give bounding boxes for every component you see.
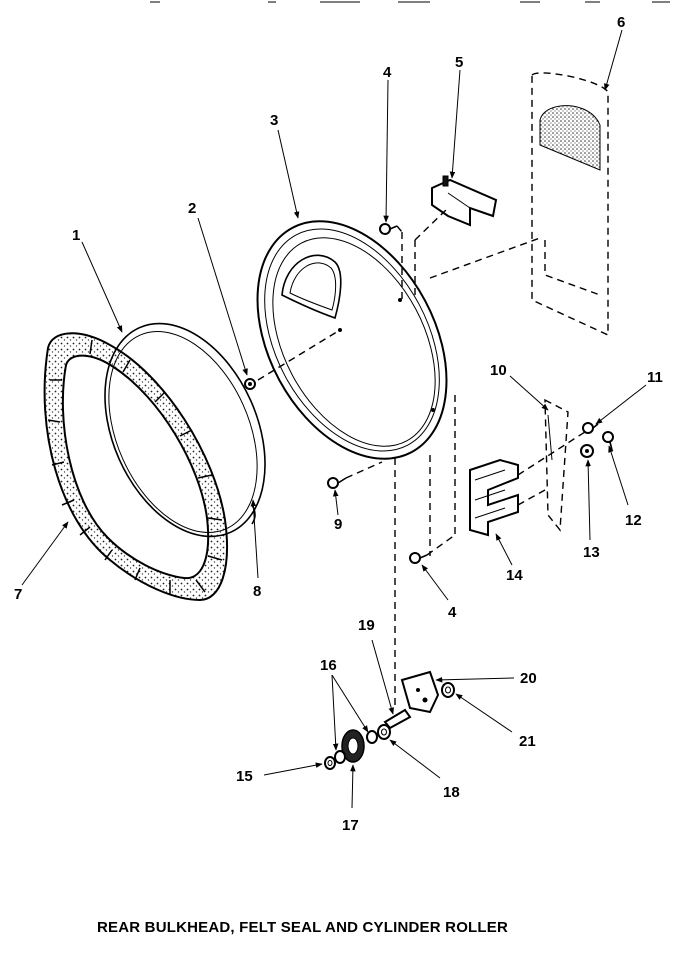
roller-shaft-part-19 [383,708,412,730]
washer-part-21 [441,682,455,698]
callout-6: 6 [617,14,625,31]
ring-part-15 [324,756,336,770]
callout-9: 9 [334,516,342,533]
callout-3: 3 [270,112,278,129]
callout-15: 15 [236,768,253,785]
callout-17: 17 [342,817,359,834]
alignment-lines [257,207,589,705]
cylinder-roller-part-17 [341,729,365,763]
washer-part-16b [334,750,346,764]
callout-1: 1 [72,227,80,244]
callout-21: 21 [519,733,536,750]
callout-12: 12 [625,512,642,529]
callout-16: 16 [320,657,337,674]
callout-4-bottom: 4 [448,604,457,621]
clip-part-8 [251,504,256,525]
callout-8: 8 [253,583,261,600]
screw-part-12 [602,431,614,451]
callout-2: 2 [188,200,196,217]
callout-20: 20 [520,670,537,687]
screw-part-9 [327,477,347,489]
bracket-part-14 [469,458,519,537]
screw-part-2 [244,378,256,390]
callout-11: 11 [647,369,663,386]
strap-part-10 [544,398,569,532]
callout-4-top: 4 [383,64,392,81]
callout-labels: 1 2 3 4 5 6 7 8 9 10 11 12 13 14 4 15 16… [14,14,663,834]
callout-13: 13 [583,544,600,561]
screw-part-4-bottom [409,552,428,564]
callout-19: 19 [358,617,375,634]
screw-part-4-top [379,223,398,235]
panel-part-6 [531,72,609,337]
washer-part-18 [377,724,391,740]
callout-18: 18 [443,784,460,801]
washer-part-16a [366,730,378,744]
screw-part-11 [582,422,599,434]
leader-lines [21,29,647,809]
roller-bracket-part-20 [400,670,440,714]
callout-10: 10 [490,362,507,379]
callout-5: 5 [455,54,463,71]
wire-ring-part-1 [104,322,266,538]
callout-14: 14 [506,567,523,584]
bracket-part-5 [431,175,498,227]
callout-7: 7 [14,586,22,603]
diagram-caption: REAR BULKHEAD, FELT SEAL AND CYLINDER RO… [97,919,508,936]
nut-part-13 [580,444,594,458]
rear-bulkhead-part-3 [256,220,448,460]
felt-seal-part-7 [43,332,228,602]
